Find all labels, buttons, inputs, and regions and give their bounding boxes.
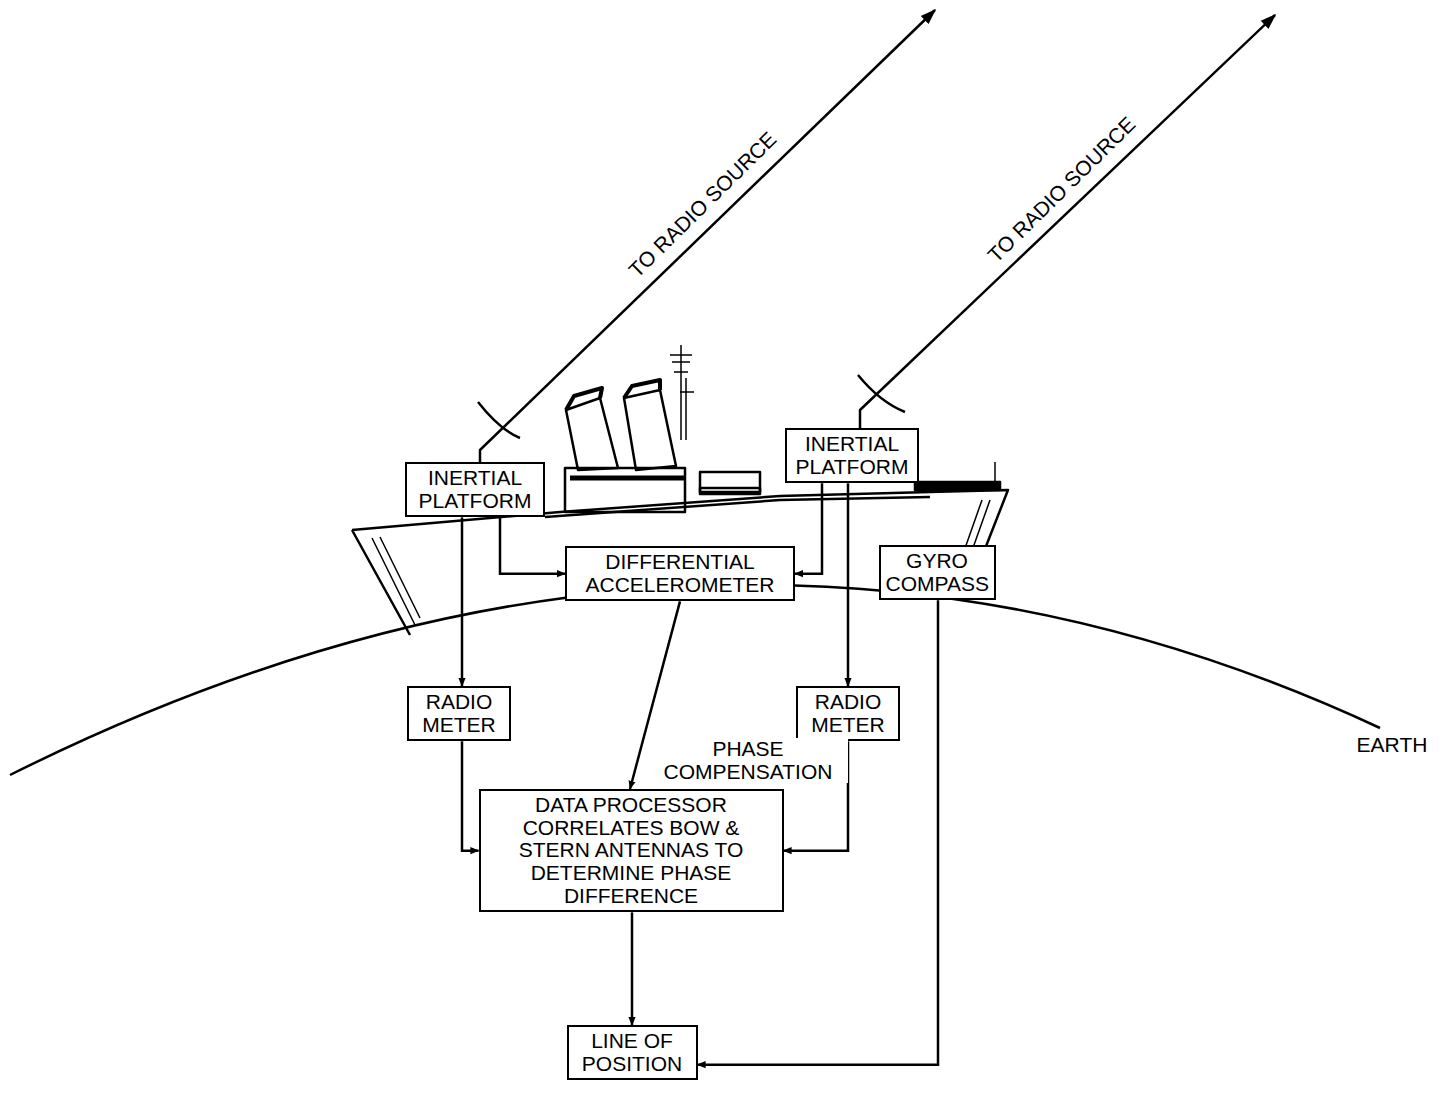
connector-arrow — [462, 741, 479, 850]
funnel-cap — [566, 388, 602, 410]
antenna-arc — [858, 375, 905, 412]
connector-arrow — [847, 483, 850, 686]
box-text: RADIO METER — [803, 691, 893, 736]
jack-staff — [994, 462, 996, 484]
direction-label: TO RADIO SOURCE — [625, 128, 781, 282]
mast — [670, 345, 694, 440]
box-text: GYRO COMPASS — [886, 550, 989, 595]
radio-ray — [480, 10, 935, 470]
radiometer-box: RADIO METER — [407, 686, 511, 741]
earth-label: EARTH — [1357, 734, 1428, 757]
radio-ray — [860, 15, 1275, 428]
antenna-arc — [478, 402, 520, 438]
output-box: LINE OF POSITION — [567, 1025, 698, 1080]
connector-arrow — [795, 483, 822, 573]
bow-rail — [915, 482, 1000, 490]
direction-label: TO RADIO SOURCE — [984, 113, 1140, 267]
superstructure — [565, 468, 685, 512]
box-text: INERTIAL PLATFORM — [412, 467, 538, 512]
deck-line — [545, 497, 930, 517]
edge-label: PHASE COMPENSATION — [648, 738, 848, 783]
box-text: LINE OF POSITION — [574, 1030, 691, 1075]
funnel-cap — [624, 380, 660, 398]
connector-arrow — [461, 517, 464, 686]
superstructure-band — [570, 476, 685, 481]
box-text: DIFFERENTIAL ACCELEROMETER — [572, 551, 788, 596]
accelerometer-box: DIFFERENTIAL ACCELEROMETER — [565, 546, 795, 601]
funnel — [566, 398, 618, 470]
box-text: RADIO METER — [414, 691, 504, 736]
funnel — [624, 390, 676, 470]
platform-box: INERTIAL PLATFORM — [405, 462, 545, 517]
box-text: INERTIAL PLATFORM — [792, 433, 912, 478]
connector-arrow — [500, 517, 565, 573]
radiometer-box: RADIO METER — [796, 686, 900, 741]
processor-box: DATA PROCESSOR CORRELATES BOW & STERN AN… — [479, 789, 784, 912]
box-text: DATA PROCESSOR CORRELATES BOW & STERN AN… — [486, 794, 777, 907]
compass-box: GYRO COMPASS — [879, 545, 996, 600]
platform-box: INERTIAL PLATFORM — [785, 428, 919, 483]
deck-house — [700, 488, 760, 494]
connector-arrow — [631, 912, 634, 1025]
